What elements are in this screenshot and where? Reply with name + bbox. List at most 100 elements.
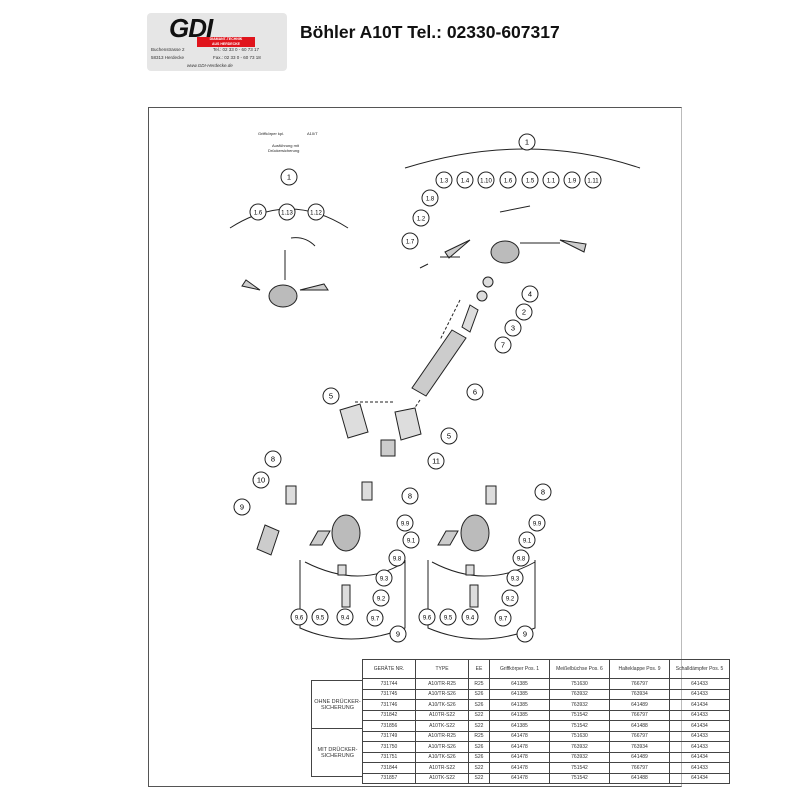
part-callout: 9.4 bbox=[461, 608, 479, 626]
part-callout: 1 bbox=[280, 168, 298, 186]
part-callout: 9.6 bbox=[418, 608, 436, 626]
table-cell: 766797 bbox=[609, 762, 670, 774]
table-cell: S26 bbox=[468, 741, 490, 753]
table-cell: 766797 bbox=[609, 730, 670, 742]
part-callout: 9.4 bbox=[336, 608, 354, 626]
table-cell: 763934 bbox=[609, 688, 670, 700]
callout-label: 9.1 bbox=[407, 539, 416, 545]
part-callout: 11 bbox=[427, 452, 445, 470]
part-callout: 1.2 bbox=[412, 209, 430, 227]
table-cell: 641488 bbox=[609, 720, 670, 732]
part-callout: 9.7 bbox=[366, 609, 384, 627]
callout-label: 9.6 bbox=[295, 616, 304, 622]
caption-assembly: Griffkörper kpl. bbox=[258, 131, 285, 136]
table-cell: 763932 bbox=[549, 688, 610, 700]
table-cell: 763932 bbox=[549, 699, 610, 711]
callout-label: 2 bbox=[522, 308, 526, 317]
table-cell: 641433 bbox=[669, 762, 730, 774]
column-header: Meißelbüchse Pos. 6 bbox=[549, 659, 610, 679]
callout-label: 9.2 bbox=[377, 597, 386, 603]
part-callout: 9 bbox=[389, 625, 407, 643]
table-cell: A10TR-S22 bbox=[415, 762, 469, 774]
callout-label: 6 bbox=[473, 388, 477, 397]
table-cell: R25 bbox=[468, 678, 490, 690]
table-cell: 641434 bbox=[669, 751, 730, 763]
part-callout: 1.5 bbox=[521, 171, 539, 189]
part-callout: 1 bbox=[518, 133, 536, 151]
callout-label: 1.12 bbox=[310, 211, 322, 217]
part-callout: 8 bbox=[534, 483, 552, 501]
callout-label: 5 bbox=[447, 432, 451, 441]
callout-label: 1.11 bbox=[587, 179, 599, 185]
part-callout: 10 bbox=[252, 471, 270, 489]
table-cell: 751542 bbox=[549, 709, 610, 721]
part-callout: 9.9 bbox=[396, 514, 414, 532]
part-callout: 9.5 bbox=[311, 608, 329, 626]
callout-label: 9.3 bbox=[380, 577, 389, 583]
table-cell: 641385 bbox=[489, 709, 550, 721]
table-cell: A10/TR-R25 bbox=[415, 678, 469, 690]
table-cell: 766797 bbox=[609, 709, 670, 721]
table-cell: 763934 bbox=[609, 741, 670, 753]
table-cell: 641433 bbox=[669, 741, 730, 753]
callout-label: 9.4 bbox=[466, 616, 475, 622]
part-callout: 1.13 bbox=[278, 203, 296, 221]
table-cell: 641385 bbox=[489, 688, 550, 700]
fax: Fax.: 02 33 0 - 60 73 18 bbox=[213, 55, 261, 60]
callout-label: 10 bbox=[257, 476, 265, 485]
table-cell: 763932 bbox=[549, 741, 610, 753]
callout-label: 4 bbox=[528, 290, 532, 299]
callout-label: 9 bbox=[523, 630, 527, 639]
part-callout: 9.2 bbox=[501, 589, 519, 607]
callout-label: 9 bbox=[240, 503, 244, 512]
table-cell: 641433 bbox=[669, 688, 730, 700]
callout-label: 8 bbox=[408, 492, 412, 501]
column-header: Halteklappe Pos. 9 bbox=[609, 659, 670, 679]
table-cell: 731844 bbox=[362, 762, 416, 774]
table-cell: S26 bbox=[468, 688, 490, 700]
callout-label: 1.2 bbox=[417, 217, 426, 223]
part-callout: 9.5 bbox=[439, 608, 457, 626]
table-cell: 641434 bbox=[669, 720, 730, 732]
table-cell: 751542 bbox=[549, 772, 610, 784]
part-callout: 9.2 bbox=[372, 589, 390, 607]
part-callout: 5 bbox=[440, 427, 458, 445]
table-cell: 731744 bbox=[362, 678, 416, 690]
part-callout: 1.3 bbox=[435, 171, 453, 189]
caption-model: A10/T bbox=[307, 131, 318, 136]
table-cell: R25 bbox=[468, 730, 490, 742]
table-cell: 641478 bbox=[489, 772, 550, 784]
phone: Tel.: 02 33 0 - 60 73 17 bbox=[213, 47, 260, 52]
group-label-with-lock: MIT DRÜCKER-SICHERUNG bbox=[311, 728, 363, 777]
part-callout: 1.1 bbox=[542, 171, 560, 189]
part-callout: 9.8 bbox=[388, 549, 406, 567]
callout-label: 1.4 bbox=[461, 179, 470, 185]
column-header: Schalldämpfer Pos. 5 bbox=[669, 659, 730, 679]
column-header: GERÄTE NR. bbox=[362, 659, 416, 679]
table-cell: 731856 bbox=[362, 720, 416, 732]
part-callout: 1.12 bbox=[307, 203, 325, 221]
callout-label: 9.5 bbox=[444, 616, 453, 622]
callout-label: 1.8 bbox=[426, 197, 435, 203]
callout-label: 9.8 bbox=[517, 557, 526, 563]
part-callout: 3 bbox=[504, 319, 522, 337]
callout-label: 1.10 bbox=[480, 179, 492, 185]
drawing-sheet bbox=[148, 107, 682, 787]
part-callout: 5 bbox=[322, 387, 340, 405]
part-callout: 1.8 bbox=[421, 189, 439, 207]
table-cell: A10/TK-S26 bbox=[415, 699, 469, 711]
table-cell: 641478 bbox=[489, 751, 550, 763]
part-callout: 8 bbox=[264, 450, 282, 468]
callout-label: 9 bbox=[396, 630, 400, 639]
callout-label: 8 bbox=[271, 455, 275, 464]
table-cell: 641433 bbox=[669, 730, 730, 742]
part-callout: 9 bbox=[516, 625, 534, 643]
table-cell: 641434 bbox=[669, 699, 730, 711]
page-title: Böhler A10T Tel.: 02330-607317 bbox=[300, 22, 560, 42]
